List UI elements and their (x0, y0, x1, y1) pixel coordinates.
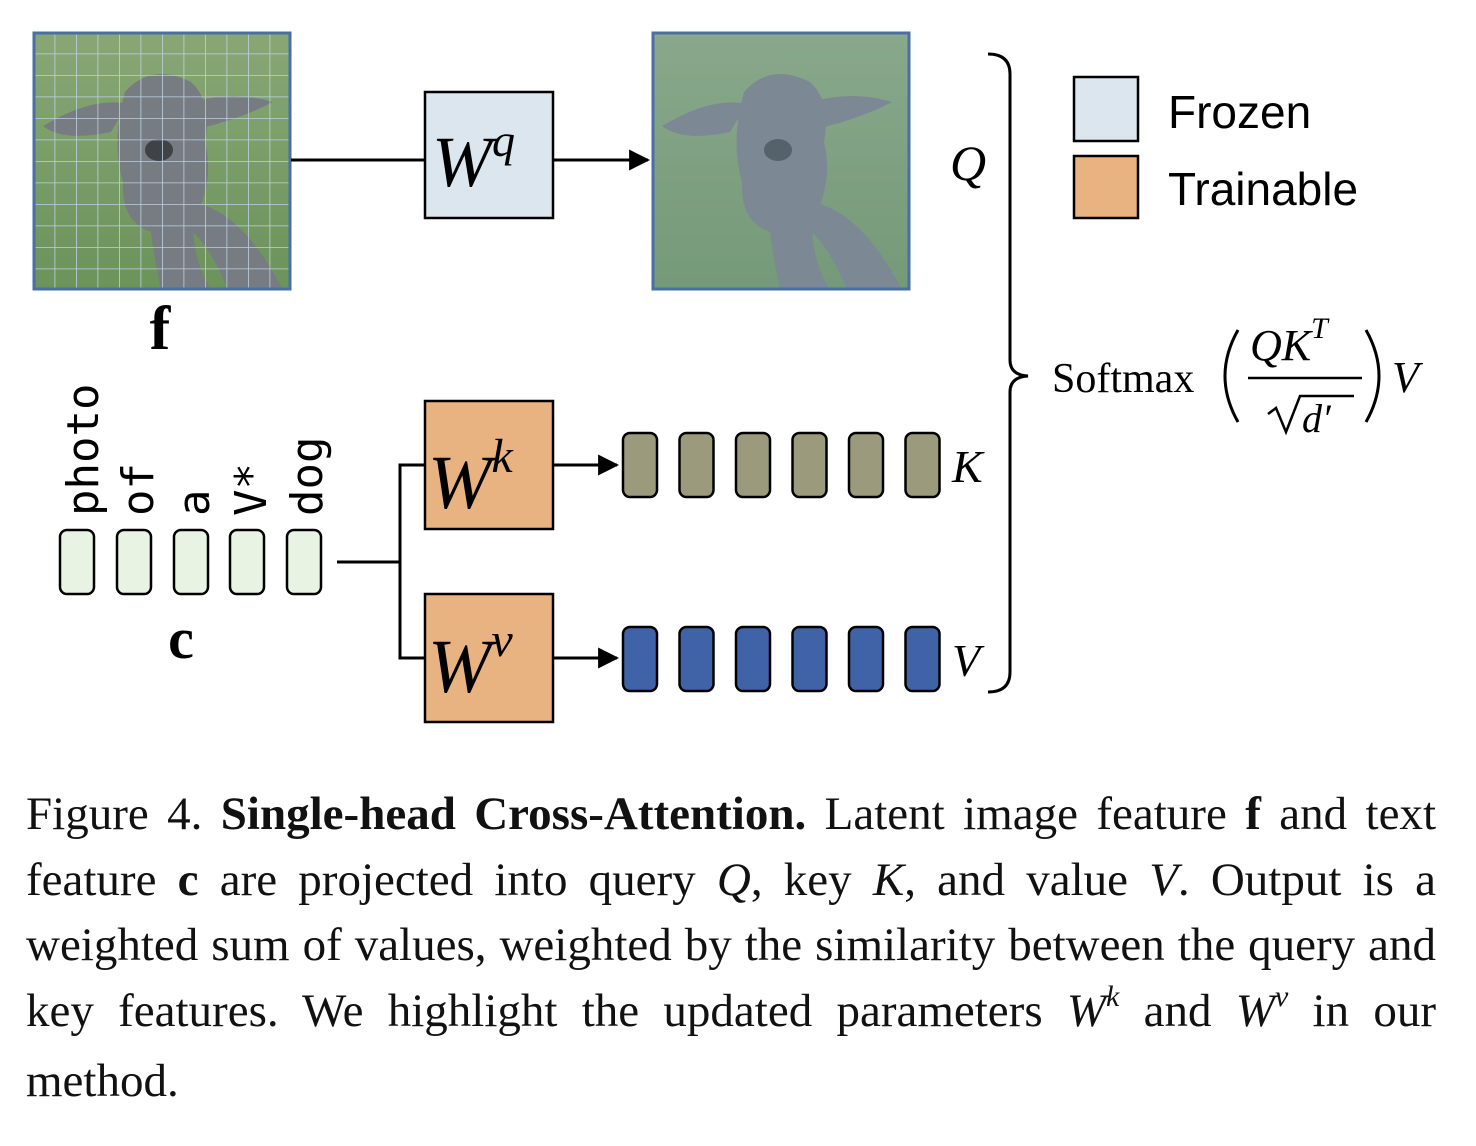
input-image-feature (32, 31, 292, 291)
value-label: V (952, 635, 985, 686)
caption-c: c (177, 853, 199, 906)
key-token (678, 431, 715, 499)
caption-f: f (1245, 788, 1261, 840)
value-weight-box: Wv (423, 592, 555, 724)
legend-swatch-trainable (1072, 154, 1140, 220)
legend-swatch-frozen (1072, 75, 1140, 143)
text-feature-label: c (168, 606, 194, 671)
token-words: photo of a V* dog (58, 384, 333, 516)
caption-k: K (872, 853, 905, 906)
query-weight-box: Wq (423, 90, 555, 220)
value-token (678, 625, 715, 693)
caption-text: and text feature (26, 788, 1437, 906)
key-weight-box: Wk (423, 399, 555, 531)
caption-wk: W (1066, 984, 1107, 1037)
query-feature-image (651, 31, 911, 291)
attention-formula: Softmax QKT d′ V (1052, 312, 1424, 441)
token-word-4: V* (226, 463, 277, 516)
legend-label-trainable: Trainable (1168, 163, 1358, 215)
token-word-2: of (113, 463, 164, 516)
svg-text:QKT: QKT (1250, 312, 1330, 370)
caption-text: , key (750, 853, 852, 906)
text-token (58, 528, 96, 596)
attention-brace (987, 52, 1029, 694)
image-feature-label: f (150, 295, 172, 363)
svg-text:Softmax: Softmax (1052, 356, 1194, 402)
text-token (115, 528, 153, 596)
svg-text:V: V (1392, 353, 1424, 402)
legend: Frozen Trainable (1072, 75, 1358, 220)
caption-wk-sup: k (1106, 979, 1120, 1013)
value-token (621, 625, 659, 693)
value-token (904, 625, 941, 693)
text-token (172, 528, 210, 596)
key-tokens (621, 431, 941, 499)
caption-text: . Output is a weighted sum of values, we… (26, 853, 1437, 1037)
key-label: K (951, 441, 985, 492)
svg-text:Wq: Wq (432, 115, 515, 202)
figure-caption: Figure 4. Single-head Cross-Attention. L… (26, 782, 1436, 1115)
caption-text: and (1143, 984, 1212, 1037)
caption-title: Single-head Cross-Attention. (220, 788, 807, 840)
caption-text: in our method. (26, 984, 1437, 1108)
caption-v: V (1149, 853, 1178, 906)
value-tokens (621, 625, 941, 693)
key-token (847, 431, 885, 499)
key-token (734, 431, 772, 499)
caption-q: Q (716, 853, 751, 906)
svg-text:Wv: Wv (428, 614, 513, 709)
key-token (621, 431, 659, 499)
caption-text: are projected into query (219, 853, 696, 906)
text-token (285, 528, 323, 596)
text-connector (337, 463, 425, 660)
legend-label-frozen: Frozen (1168, 86, 1311, 138)
svg-text:Wk: Wk (428, 430, 514, 525)
key-token (904, 431, 941, 499)
text-token-boxes (58, 528, 323, 596)
query-label: Q (950, 135, 986, 191)
cross-attention-diagram: f Wq Q Softmax QKT d′ (32, 31, 1424, 724)
svg-text:d′: d′ (1302, 396, 1332, 441)
caption-text: Latent image feature (824, 788, 1227, 840)
token-word-5: dog (282, 437, 333, 516)
caption-wv: W (1235, 984, 1275, 1037)
value-token (734, 625, 772, 693)
caption-wv-sup: v (1274, 979, 1289, 1013)
value-token (847, 625, 885, 693)
token-word-3: a (169, 490, 220, 517)
text-token (228, 528, 266, 596)
caption-text: , and value (904, 853, 1128, 906)
key-token (791, 431, 828, 499)
caption-prefix: Figure 4. (26, 788, 203, 840)
token-word-1: photo (58, 384, 109, 516)
dog-picture (662, 74, 902, 290)
value-token (791, 625, 828, 693)
